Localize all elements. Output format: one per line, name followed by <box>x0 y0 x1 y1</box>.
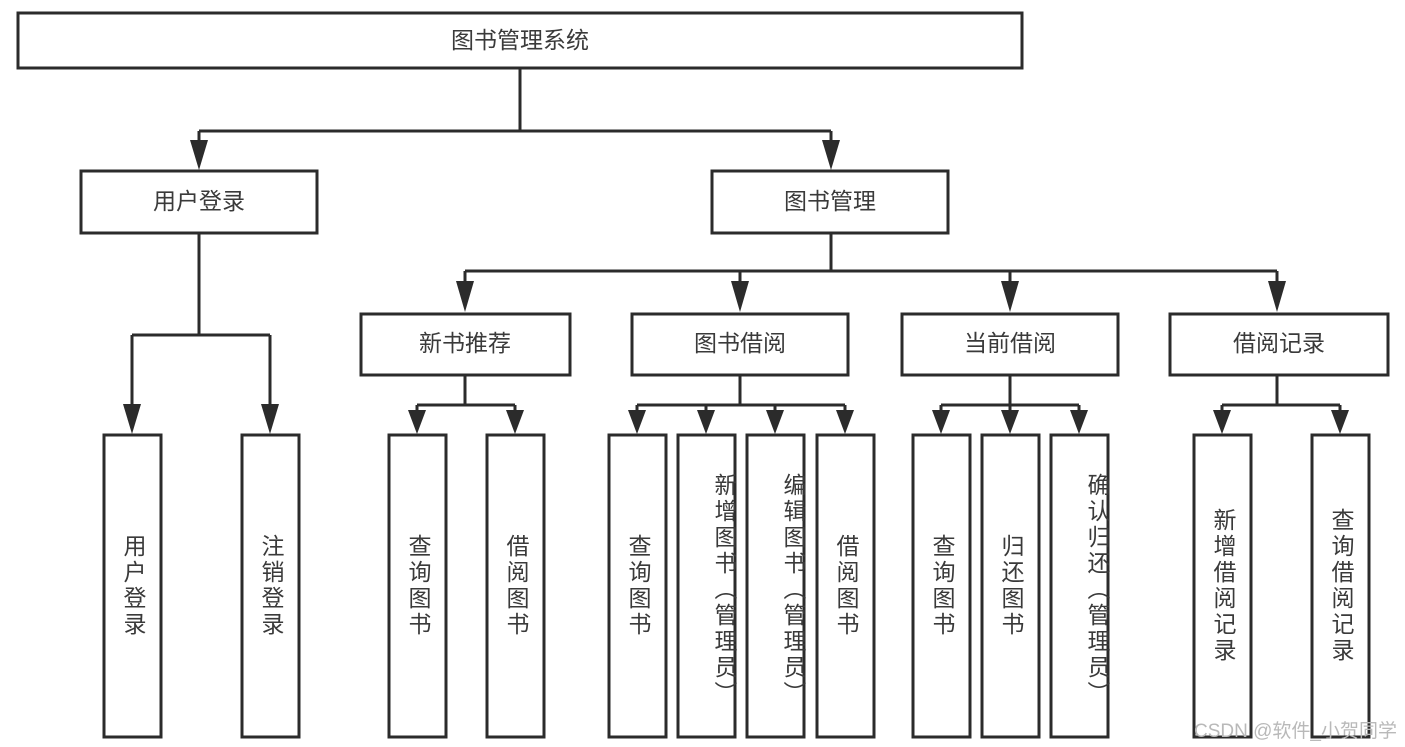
leaf-box-borrow-record-0[interactable] <box>1192 433 1253 739</box>
node-user-login[interactable] <box>79 169 319 235</box>
leaf-box-book-borrow-0[interactable] <box>607 433 668 739</box>
node-new-book-recommend[interactable] <box>359 312 572 377</box>
leaf-box-new-book-1[interactable] <box>485 433 546 739</box>
label-user-login: 用户登录 <box>153 188 245 214</box>
connector-book-borrow-to-leaves <box>628 376 854 434</box>
node-root-system[interactable] <box>16 11 1024 70</box>
root-label: 图书管理系统 <box>451 27 589 53</box>
leaf-box-borrow-record-1[interactable] <box>1310 433 1371 739</box>
node-current-borrow[interactable] <box>900 312 1120 377</box>
leaf-box-book-borrow-1[interactable] <box>676 433 737 739</box>
connector-root-to-level2 <box>190 68 840 170</box>
leaf-box-book-borrow-2[interactable] <box>745 433 806 739</box>
leaf-box-new-book-0[interactable] <box>387 433 448 739</box>
label-new-book-recommend: 新书推荐 <box>419 330 511 356</box>
connector-book-mgmt-to-level3 <box>456 233 1286 312</box>
leaf-box-current-borrow-0[interactable] <box>911 433 972 739</box>
node-borrow-record[interactable] <box>1168 312 1390 377</box>
node-book-management[interactable] <box>710 169 950 235</box>
leaf-box-user-login-1[interactable] <box>240 433 301 739</box>
node-book-borrow[interactable] <box>630 312 850 377</box>
leaf-box-book-borrow-3[interactable] <box>815 433 876 739</box>
label-book-borrow: 图书借阅 <box>694 330 786 356</box>
connector-user-login-to-leaves <box>123 233 279 434</box>
leaf-box-current-borrow-1[interactable] <box>980 433 1041 739</box>
label-current-borrow: 当前借阅 <box>964 330 1056 356</box>
leaf-box-user-login-0[interactable] <box>102 433 163 739</box>
label-book-management: 图书管理 <box>784 188 876 214</box>
connector-borrow-record-to-leaves <box>1213 376 1349 434</box>
connector-current-borrow-to-leaves <box>932 376 1088 434</box>
label-borrow-record: 借阅记录 <box>1233 330 1325 356</box>
leaf-box-current-borrow-2[interactable] <box>1049 433 1110 739</box>
connector-new-book-to-leaves <box>408 376 524 434</box>
